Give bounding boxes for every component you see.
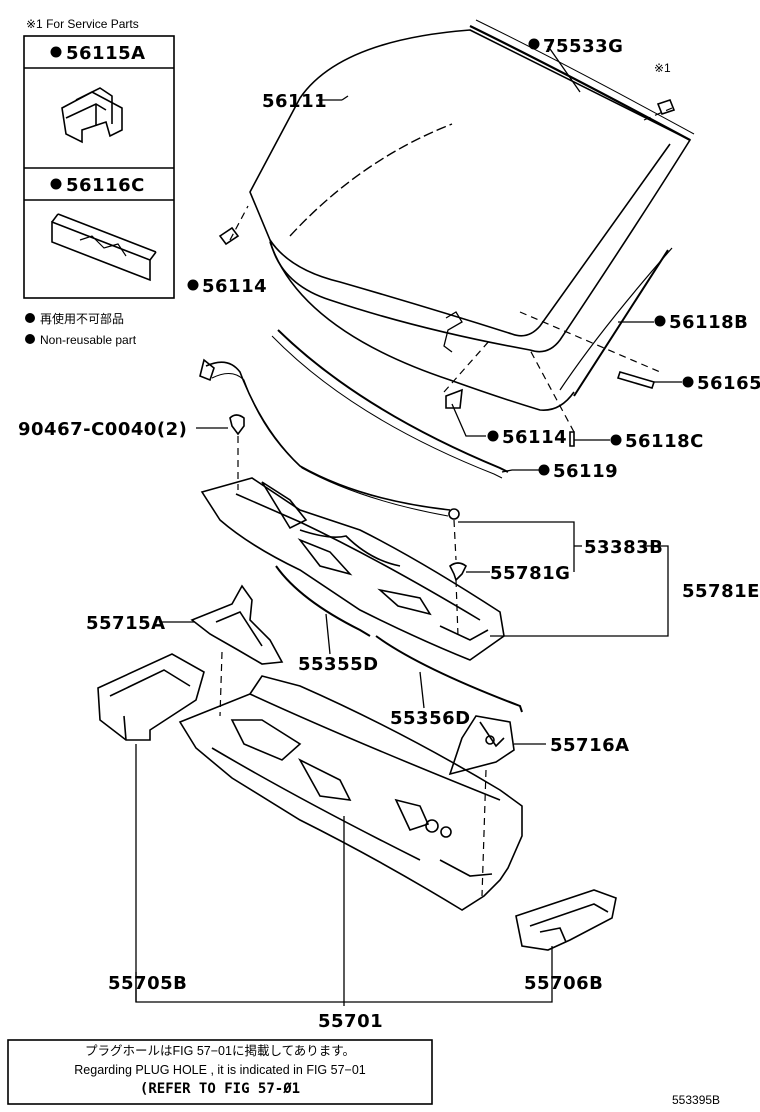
- label-56118c: 56118C: [625, 431, 704, 452]
- leader-lines: [135, 45, 682, 1006]
- legend-japanese: 再使用不可部品: [40, 311, 124, 326]
- label-56119: 56119: [553, 461, 618, 482]
- part-56165: [616, 371, 656, 389]
- hose-53383b: [199, 358, 460, 520]
- footer-note-line1: プラグホールはFIG 57−01に掲載してあります。: [85, 1044, 355, 1058]
- clip-56118c: [569, 431, 575, 447]
- label-75533g: 75533G: [543, 36, 623, 57]
- windshield-56111: [249, 29, 692, 411]
- clip-56114-mid: [445, 388, 463, 409]
- label-55781e: 55781E: [682, 581, 760, 602]
- footer-note: プラグホールはFIG 57−01に掲載してあります。 Regarding PLU…: [8, 1042, 432, 1099]
- service-parts-header: ※1 For Service Parts: [26, 17, 139, 31]
- bracket-55715a: [190, 584, 284, 665]
- label-56165: 56165: [697, 373, 760, 394]
- label-90467: 90467-C0040(2): [18, 419, 187, 440]
- clip-55781g: [448, 562, 468, 582]
- label-55716a: 55716A: [550, 735, 630, 756]
- label-56118b: 56118B: [669, 312, 748, 333]
- cowl-panel-55701: [178, 675, 523, 911]
- sensor-bracket: [443, 311, 463, 353]
- label-55701: 55701: [318, 1011, 383, 1032]
- bracket-55705b: [97, 653, 205, 741]
- label-55356d: 55356D: [390, 708, 471, 729]
- footer-note-box: [7, 1039, 433, 1105]
- clip-56114-left: [218, 226, 240, 246]
- footer-note-line2: Regarding PLUG HOLE , it is indicated in…: [74, 1063, 366, 1077]
- bracket-55706b: [515, 889, 617, 951]
- clip-56115a-drawing: [61, 87, 123, 144]
- legend-english: Non-reusable part: [40, 333, 137, 347]
- label-55355d: 55355D: [298, 654, 379, 675]
- label-53383b: 53383B: [584, 537, 663, 558]
- weatherstrip-56119: [271, 329, 509, 479]
- cowl-top-panel-55781e: [200, 477, 505, 661]
- label-55705b: 55705B: [108, 973, 187, 994]
- non-reusable-marks: [25, 38, 694, 476]
- label-56114-mid: 56114: [502, 427, 567, 448]
- service-mark: ※1: [654, 61, 671, 75]
- clip-service-part: [656, 99, 676, 115]
- label-56114-left: 56114: [202, 276, 267, 297]
- moulding-56118b: [573, 249, 669, 397]
- seal-55356d: [375, 635, 523, 713]
- label-55706b: 55706B: [524, 973, 603, 994]
- label-55715a: 55715A: [86, 613, 166, 634]
- seal-55355d: [275, 565, 371, 637]
- service-parts-box: [23, 35, 175, 299]
- label-56116c: 56116C: [66, 175, 145, 196]
- bolt-90467: [229, 414, 245, 436]
- label-55781g: 55781G: [490, 563, 570, 584]
- bracket-55716a: [448, 715, 515, 776]
- label-56111: 56111: [262, 91, 327, 112]
- figure-code: 553395B: [672, 1093, 720, 1107]
- footer-note-line3: (REFER TO FIG 57-Ø1: [139, 1081, 301, 1097]
- label-56115a: 56115A: [66, 43, 146, 64]
- dashed-guides: [219, 107, 673, 897]
- strip-56116c-drawing: [51, 213, 157, 282]
